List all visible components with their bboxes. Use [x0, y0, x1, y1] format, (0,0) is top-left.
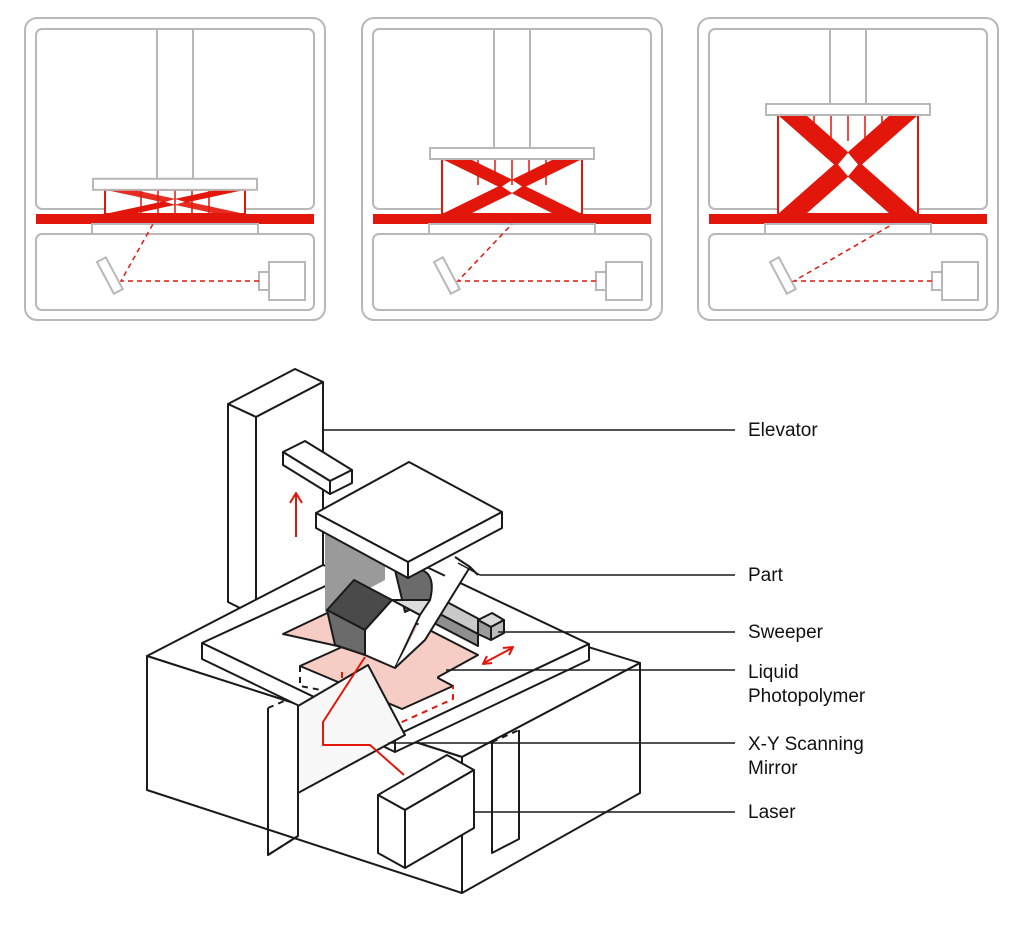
panel-laser-nozzle — [258, 271, 270, 291]
isometric-printer — [146, 368, 735, 894]
panel-build-plate — [92, 177, 258, 191]
panel-part-node — [502, 179, 522, 194]
panel-laser-nozzle — [931, 271, 943, 291]
label-elevator: Elevator — [748, 420, 818, 441]
panel-elevator-column — [829, 28, 867, 105]
xy-scanning-mirror — [297, 664, 406, 794]
panel-resin-layer — [36, 214, 314, 224]
laser-beam — [322, 656, 405, 776]
elevator-up-arrow — [289, 492, 303, 537]
panel-build-plate — [765, 103, 931, 116]
build-stage-3 — [697, 17, 999, 321]
panel-part-node — [838, 152, 858, 177]
label-mirror-line1: X-Y Scanning — [748, 734, 864, 755]
panel-laser — [605, 261, 643, 301]
panel-mirror — [95, 255, 125, 296]
panel-laser-beam — [119, 223, 259, 282]
panel-laser — [268, 261, 306, 301]
label-part: Part — [748, 565, 783, 586]
label-liquid-line1: Liquid — [748, 662, 799, 683]
elevator-arm — [282, 440, 353, 495]
panel-printed-part — [777, 114, 919, 215]
panel-tank — [428, 223, 596, 235]
panel-laser-nozzle — [595, 271, 607, 291]
build-plate — [315, 461, 503, 579]
build-stage-panels — [24, 17, 999, 321]
panel-tank — [91, 223, 259, 235]
panel-build-plate — [429, 147, 595, 160]
build-stage-1 — [24, 17, 326, 321]
panel-mirror — [432, 255, 462, 296]
label-xy-scanning-mirror: X-Y Scanning Mirror — [748, 733, 864, 781]
label-liquid-line2: Photopolymer — [748, 686, 866, 707]
panel-elevator-column — [493, 28, 531, 149]
label-mirror-line2: Mirror — [748, 758, 798, 779]
sweeper-motion-arrow — [482, 646, 514, 665]
panel-resin-layer — [709, 214, 987, 224]
panel-laser-beam — [791, 223, 932, 282]
panel-laser-beam — [456, 223, 596, 282]
panel-printed-part — [441, 158, 583, 215]
panel-laser — [941, 261, 979, 301]
panel-elevator-column — [156, 28, 194, 180]
panel-resin-layer — [373, 214, 651, 224]
panel-tank — [764, 223, 932, 235]
label-liquid-photopolymer: Liquid Photopolymer — [748, 661, 865, 709]
panel-mirror — [768, 255, 798, 296]
build-stage-2 — [361, 17, 663, 321]
label-sweeper: Sweeper — [748, 622, 823, 643]
elevator-tower — [227, 368, 324, 617]
label-laser: Laser — [748, 802, 796, 823]
panel-printed-part — [104, 188, 246, 216]
label-leaders — [323, 429, 735, 813]
laser-unit — [377, 754, 475, 869]
